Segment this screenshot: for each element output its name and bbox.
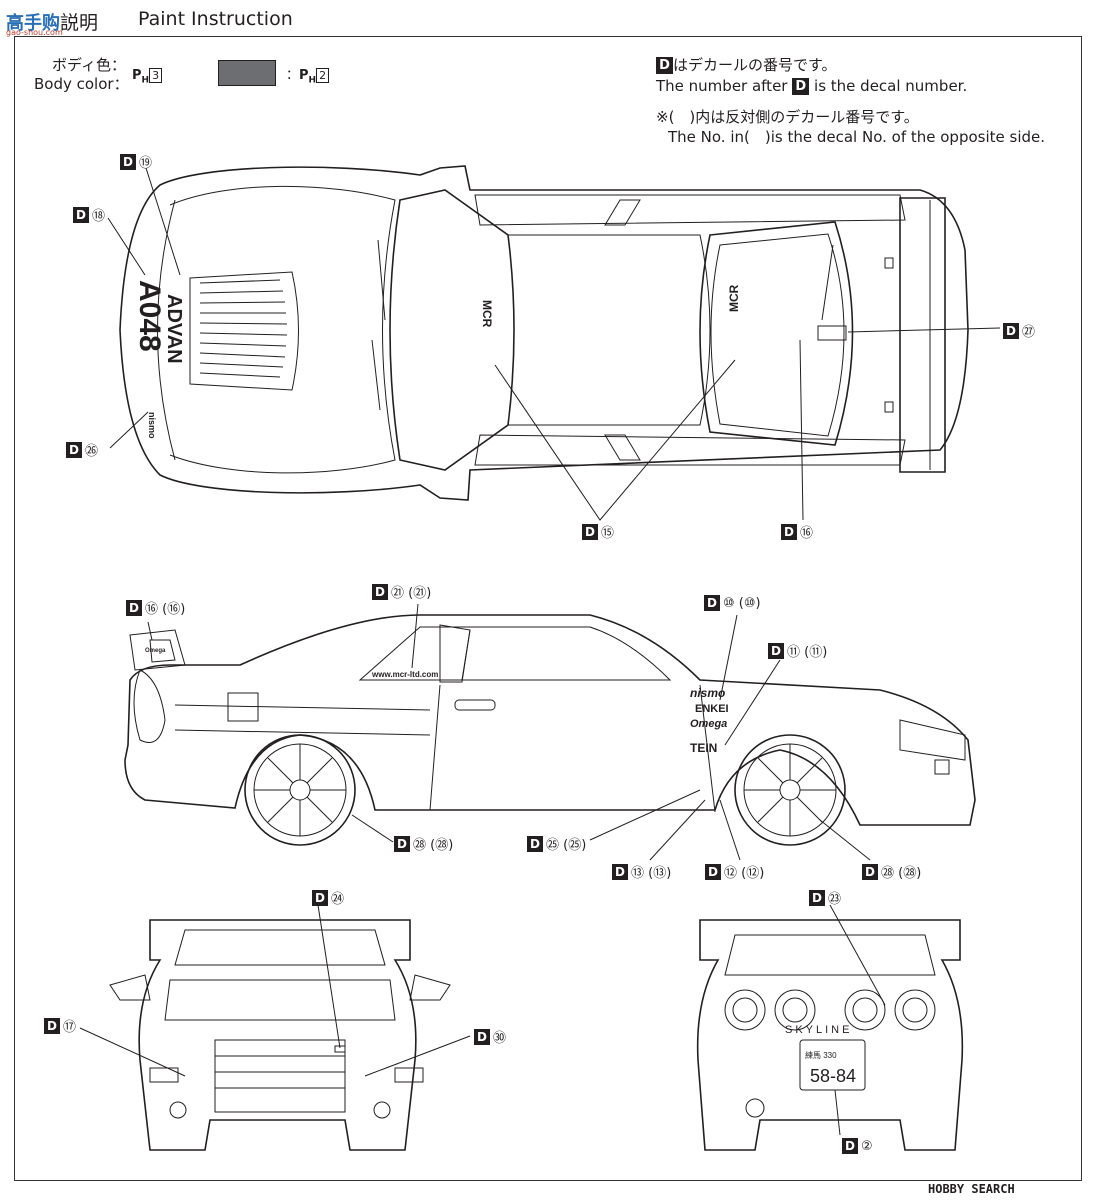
side-view: www.mcr-ltd.com nismo ENKEI Omega TEIN O… — [124, 603, 976, 861]
svg-text:Omega: Omega — [690, 718, 727, 730]
svg-text:Omega: Omega — [145, 648, 166, 654]
front-view — [79, 904, 471, 1151]
body-color-label-jp: ボディ色： — [52, 56, 126, 74]
top-view: ADVAN A048 nismo MCR MCR — [107, 165, 1001, 521]
opposite-note-en: The No. in( )is the decal No. of the opp… — [668, 128, 1046, 146]
svg-text:MCR: MCR — [727, 284, 741, 312]
opposite-note-jp: ※( )内は反対側のデカール番号です。 — [656, 108, 919, 126]
svg-text:www.mcr-ltd.com: www.mcr-ltd.com — [371, 670, 438, 679]
svg-text:SKYLINE: SKYLINE — [785, 1024, 852, 1036]
svg-text:A048: A048 — [133, 280, 166, 352]
svg-text:練馬 330: 練馬 330 — [805, 1050, 837, 1060]
svg-text:TEIN: TEIN — [690, 741, 717, 755]
hobby-search-logo: HOBBY SEARCH — [928, 1182, 1015, 1196]
paint-swatch — [218, 60, 276, 86]
watermark-url: gao-shou.com — [6, 28, 63, 37]
svg-text:ENKEI: ENKEI — [695, 703, 729, 715]
diagram-frame — [14, 36, 1082, 1181]
svg-text:nismo: nismo — [147, 412, 157, 439]
rear-view: SKYLINE 練馬 330 58-84 — [696, 904, 964, 1151]
svg-text:MCR: MCR — [480, 300, 494, 328]
decal-note-en: The number after D is the decal number. — [656, 77, 968, 95]
body-color-label-en: Body color： — [34, 75, 129, 93]
svg-text:ADVAN: ADVAN — [163, 294, 185, 364]
page-title: Paint Instruction — [138, 8, 293, 30]
svg-text:58-84: 58-84 — [810, 1066, 856, 1086]
svg-text:nismo: nismo — [690, 686, 725, 700]
watermark-logo: 高手购説明 — [6, 12, 99, 34]
